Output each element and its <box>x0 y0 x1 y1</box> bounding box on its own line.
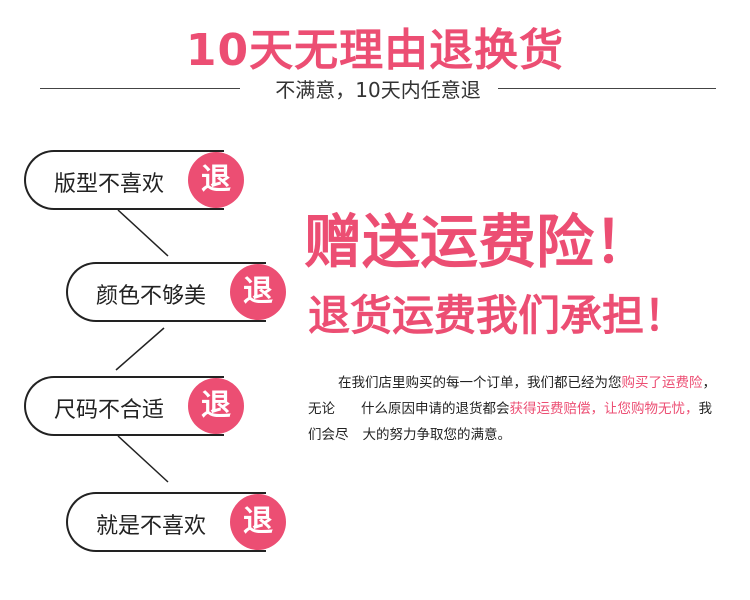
zigzag-connector-lines <box>115 209 169 483</box>
reason-label: 就是不喜欢 <box>96 514 207 539</box>
reason-label: 尺码不合适 <box>54 398 165 423</box>
promo-subheadline: 退货运费我们承担！ <box>308 291 687 340</box>
return-badge-icon: 退 <box>188 152 244 208</box>
description-part4: 我们会尽 <box>308 401 712 443</box>
description-part2: ，无论 <box>308 375 716 417</box>
connector-line-1 <box>117 209 169 257</box>
connector-line-2 <box>115 327 165 371</box>
return-badge-icon: 退 <box>188 378 244 434</box>
subtitle-row: 不满意，10天内任意退 <box>40 74 716 104</box>
promo-headline: 赠送运费险！ <box>304 208 653 276</box>
description-highlight1: 购买了运费险 <box>621 375 703 391</box>
return-badge-icon: 退 <box>230 264 286 320</box>
connector-line-3 <box>117 435 169 483</box>
return-badge-icon: 退 <box>230 494 286 550</box>
reason-label: 版型不喜欢 <box>54 172 165 197</box>
description-part5: 大的努力争取您的满意。 <box>362 427 512 443</box>
description-paragraph: 在我们店里购买的每一个订单，我们都已经为您购买了运费险，无论什么原因申请的退货都… <box>308 370 720 448</box>
reason-label: 颜色不够美 <box>96 284 207 309</box>
description-part1: 在我们店里购买的每一个订单，我们都已经为您 <box>338 375 622 391</box>
reason-pill-2: 颜色不够美 <box>66 262 266 322</box>
description-highlight2: 获得运费赔偿，让您购物无忧， <box>509 401 699 417</box>
reason-pill-1: 版型不喜欢 <box>24 150 224 210</box>
divider-left <box>40 88 240 89</box>
page-title: 10天无理由退换货 <box>185 25 565 76</box>
description-part3: 什么原因申请的退货都会 <box>361 401 510 417</box>
page-subtitle: 不满意，10天内任意退 <box>275 78 481 102</box>
divider-right <box>498 88 716 89</box>
